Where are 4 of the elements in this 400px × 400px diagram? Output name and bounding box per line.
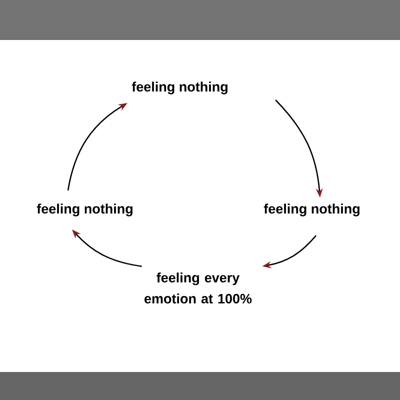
node-label: feeling nothing — [132, 82, 228, 94]
node-label: feeling every emotion at 100% — [144, 272, 252, 304]
node-label: feeling nothing — [264, 204, 360, 216]
node-label: feeling nothing — [36, 204, 132, 216]
